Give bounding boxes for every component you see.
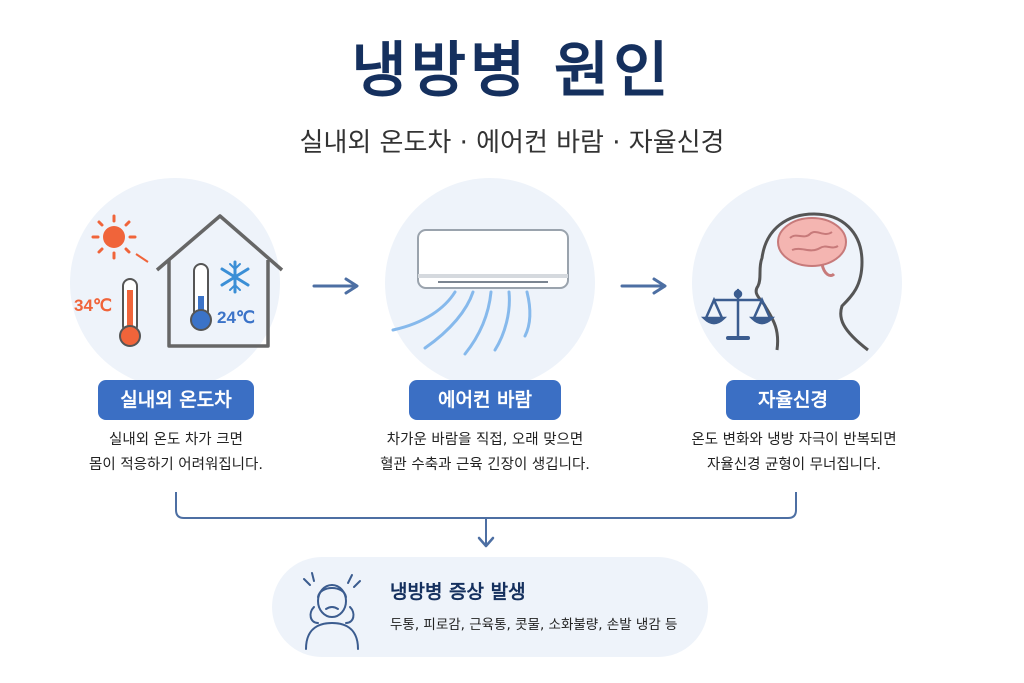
air-conditioner-icon [417,229,569,289]
snowflake-icon [220,260,250,294]
house-icon [155,214,284,348]
cause-autonomic-label: 자율신경 [726,380,860,420]
result-box: 냉방병 증상 발생 두통, 피로감, 근육통, 콧물, 소화불량, 손발 냉감 … [272,557,708,657]
desc-line: 몸이 적응하기 어려워집니다. [89,457,263,473]
desc-line: 혈관 수축과 근육 긴장이 생깁니다. [380,457,590,473]
cause-temperature-circle: 34℃ 24℃ [70,178,284,388]
cause-autonomic-desc: 온도 변화와 냉방 자극이 반복되면 자율신경 균형이 무너집니다. [654,428,934,478]
desc-line: 차가운 바람을 직접, 오래 맞으면 [386,432,584,448]
cause-aircon-desc: 차가운 바람을 직접, 오래 맞으면 혈관 수축과 근육 긴장이 생깁니다. [345,428,625,478]
cause-aircon-circle [385,178,595,388]
result-symptoms: 두통, 피로감, 근육통, 콧물, 소화불량, 손발 냉감 등 [390,617,678,633]
desc-line: 실내외 온도 차가 크면 [109,432,243,448]
thermometer-hot-icon [119,278,141,347]
thermometer-cold-icon [190,263,212,331]
connector-arrowhead [477,536,495,548]
cause-temperature-desc: 실내외 온도 차가 크면 몸이 적응하기 어려워집니다. [36,428,316,478]
cause-temperature-label: 실내외 온도차 [98,380,254,420]
head-brain-icon [754,212,869,352]
desc-line: 자율신경 균형이 무너집니다. [707,457,881,473]
arrow-right-2 [620,277,667,295]
desc-line: 온도 변화와 냉방 자극이 반복되면 [691,432,897,448]
outdoor-temp-label: 34℃ [74,296,112,315]
page-subtitle: 실내외 온도차 · 에어컨 바람 · 자율신경 [299,128,725,158]
cause-aircon-label: 에어컨 바람 [409,380,561,420]
airflow-icon [391,290,532,356]
balance-scale-icon [700,288,776,340]
headache-person-icon [303,572,361,650]
arrow-right-1 [312,277,359,295]
page-title: 냉방병 원인 [351,36,673,106]
indoor-temp-label: 24℃ [217,308,255,327]
cause-autonomic-circle [692,178,902,388]
result-title: 냉방병 증상 발생 [390,581,526,603]
sun-icon [91,214,149,263]
